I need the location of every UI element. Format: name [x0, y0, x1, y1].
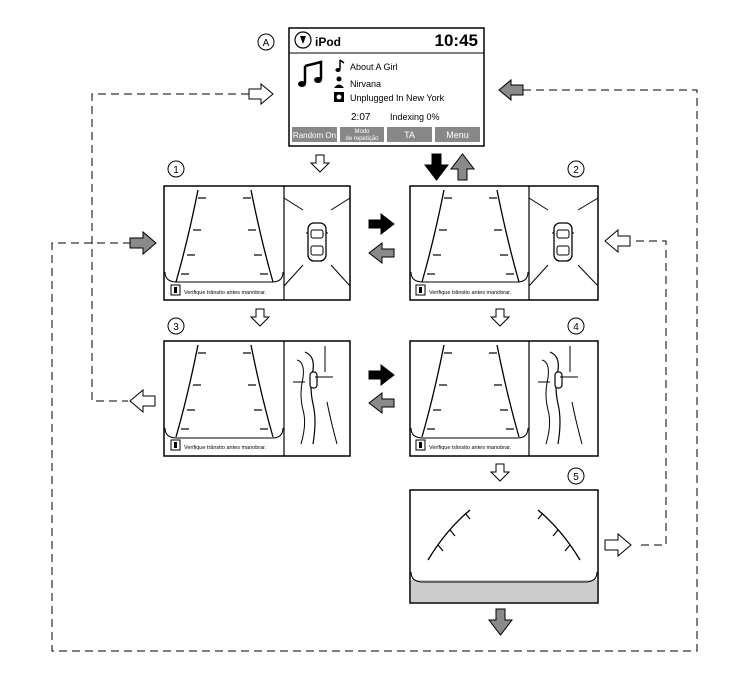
dashed-line-right-top [51, 89, 698, 652]
dashed-connectors [51, 89, 698, 652]
arrow-left-gray-4-to-3 [368, 391, 395, 415]
dashed-line-right-mid [636, 240, 667, 546]
indexing-status: Indexing 0% [390, 112, 440, 122]
clock: 10:45 [435, 31, 478, 50]
track-name: About A Girl [350, 62, 398, 72]
arrow-left-hollow-right-edge [604, 228, 631, 254]
camera-warning-text: Verifique trânsito antes manobrar. [184, 445, 267, 451]
camera-screen-3: Verifique trânsito antes manobrar. [163, 340, 351, 457]
arrow-left-gray-2-to-1 [368, 241, 395, 265]
arrow-up-gray-2-to-a [449, 153, 476, 181]
arrow-down-black-a-to-2 [423, 153, 450, 181]
label-4: 4 [567, 317, 585, 335]
artist-icon [334, 76, 344, 88]
svg-text:5: 5 [573, 472, 579, 483]
warning-icon [170, 284, 181, 296]
camera-warning-text: Verifique trânsito antes manobrar. [429, 290, 512, 296]
camera-screen-2: Verifique trânsito antes manobrar. [409, 185, 599, 301]
artist-name: Nirvana [350, 79, 381, 89]
arrow-right-hollow-5-out [604, 532, 632, 558]
music-note-large-icon [298, 60, 323, 87]
svg-text:de repetição: de repetição [345, 136, 379, 142]
label-1: 1 [167, 160, 185, 178]
arrow-down-hollow-4-to-5 [490, 463, 510, 482]
menu-button[interactable]: Menu [435, 127, 480, 142]
svg-text:3: 3 [173, 322, 179, 333]
camera-warning-text: Verifique trânsito antes manobrar. [429, 445, 512, 451]
elapsed-time: 2:07 [351, 112, 371, 123]
warning-icon [415, 439, 426, 451]
arrow-down-hollow-1-to-3 [250, 308, 270, 327]
arrow-down-hollow-a-to-1 [310, 154, 330, 173]
label-3: 3 [167, 317, 185, 335]
svg-text:A: A [263, 38, 270, 49]
ta-button[interactable]: TA [387, 127, 432, 142]
svg-text:2: 2 [573, 165, 579, 176]
repeat-button[interactable]: Modo de repetição [340, 127, 384, 142]
arrow-right-gray-left-edge [129, 230, 157, 256]
arrow-left-gray-top-right [498, 78, 524, 102]
car-top-view-icon [305, 222, 329, 262]
label-5: 5 [567, 467, 585, 485]
album-icon [334, 92, 344, 102]
arrow-down-gray-5-out [487, 608, 514, 636]
music-note-icon [335, 59, 345, 72]
svg-text:1: 1 [173, 165, 179, 176]
svg-text:TA: TA [404, 130, 415, 140]
warning-icon [415, 284, 426, 296]
arrow-left-hollow-left-edge [129, 388, 156, 414]
random-button[interactable]: Random On [292, 127, 337, 142]
svg-text:Modo: Modo [354, 129, 370, 135]
svg-text:Random On: Random On [293, 131, 336, 140]
arrow-down-hollow-2-to-4 [490, 308, 510, 327]
label-2: 2 [567, 160, 585, 178]
car-top-view-icon [551, 222, 575, 262]
camera-screen-4: Verifique trânsito antes manobrar. [409, 340, 599, 457]
dashed-line-left-loop [91, 93, 249, 402]
svg-text:Menu: Menu [446, 130, 469, 140]
label-a: A [257, 33, 275, 51]
arrow-right-black-1-to-2 [368, 212, 395, 236]
camera-screen-1: Verifique trânsito antes manobrar. [163, 185, 351, 301]
svg-text:4: 4 [573, 322, 579, 333]
source-title: iPod [315, 35, 341, 49]
audio-screen: iPod 10:45 About A Girl Nirvana Unplugge… [288, 27, 485, 147]
camera-screen-5 [409, 489, 599, 604]
album-name: Unplugged In New York [350, 93, 445, 103]
arrow-right-hollow-top-left [248, 82, 274, 106]
camera-warning-text: Verifique trânsito antes manobrar. [184, 290, 267, 296]
warning-icon [170, 439, 181, 451]
arrow-right-black-3-to-4 [368, 363, 395, 387]
